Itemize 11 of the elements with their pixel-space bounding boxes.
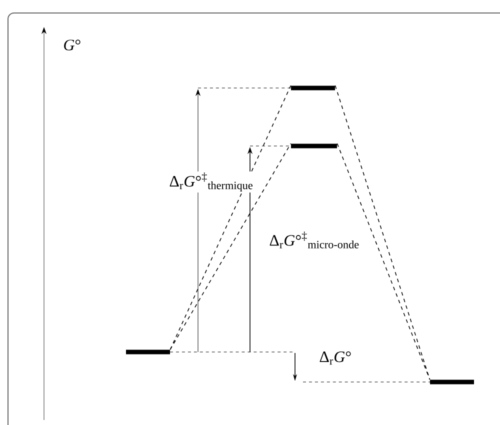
dashed-connector	[170, 143, 292, 350]
dashed-connector	[336, 143, 430, 380]
energy-level	[430, 380, 474, 384]
energy-level	[291, 86, 335, 90]
energy-level	[291, 144, 337, 148]
energy-level	[126, 350, 170, 354]
formula-label: Δ$_{r}$G°	[320, 351, 351, 365]
formula-label: Δ$_{r}$G°$^{‡}$thermique	[170, 172, 252, 192]
dashed-connector	[170, 85, 292, 350]
formula-label: G°	[64, 40, 80, 50]
formula-label: Δ$_{r}$G°$^{‡}$micro-onde	[270, 232, 359, 248]
